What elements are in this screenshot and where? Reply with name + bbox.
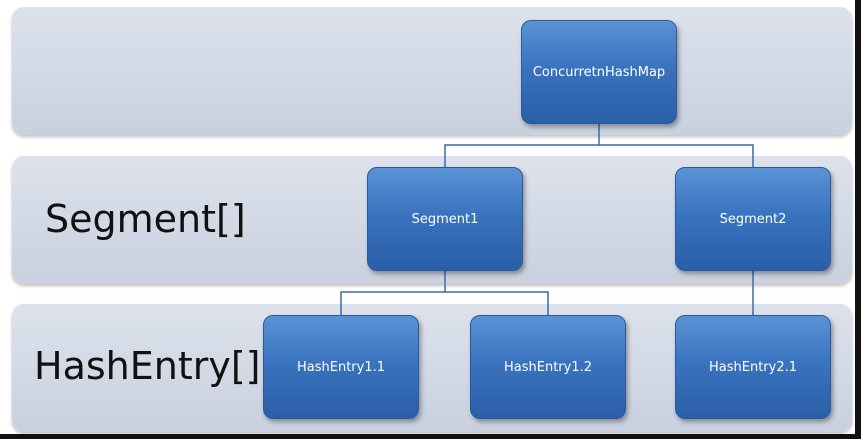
node-concurrent-hashmap: ConcurretnHashMap <box>521 20 677 124</box>
node-hashentry-1-1: HashEntry1.1 <box>263 315 419 419</box>
node-hashentry-2-1: HashEntry2.1 <box>675 315 831 419</box>
node-label: ConcurretnHashMap <box>532 64 666 80</box>
connector-segment1-hashentry12 <box>445 291 549 315</box>
node-segment1: Segment1 <box>367 167 523 271</box>
hashentry-array-label: HashEntry[] <box>34 344 261 388</box>
node-label: HashEntry1.2 <box>503 359 593 375</box>
node-label: Segment2 <box>719 211 787 227</box>
connector-segment1-hashentries <box>340 271 446 315</box>
node-label: HashEntry1.1 <box>296 359 386 375</box>
segment-array-label: Segment[] <box>45 197 246 241</box>
connector-root-segments <box>444 124 600 167</box>
connector-root-segment2 <box>599 144 754 167</box>
node-segment2: Segment2 <box>675 167 831 271</box>
row-band-top <box>12 7 852 135</box>
node-label: HashEntry2.1 <box>708 359 798 375</box>
node-hashentry-1-2: HashEntry1.2 <box>470 315 626 419</box>
node-label: Segment1 <box>411 211 479 227</box>
